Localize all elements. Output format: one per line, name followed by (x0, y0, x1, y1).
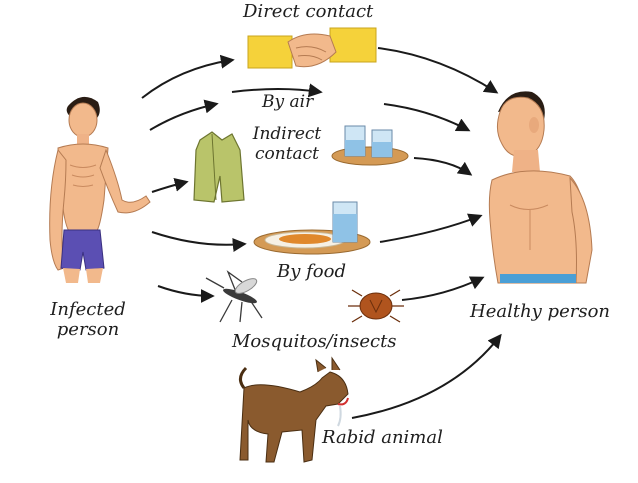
label-by-air: By air (262, 92, 314, 112)
arrow-rabid-to-healthy (351, 333, 502, 419)
rabid-dog-icon (239, 356, 349, 463)
arrow-infected-to-jacket (151, 177, 189, 193)
arrow-infected-to-direct (141, 54, 235, 99)
wind-lines-icon (231, 83, 323, 98)
label-infected-line1: Infected (50, 299, 126, 320)
label-infected-person: Infected person (40, 300, 136, 340)
mosquito-icon (205, 270, 263, 323)
label-indirect-contact: Indirect contact (244, 124, 330, 164)
label-mosquitos-insects: Mosquitos/insects (232, 331, 397, 352)
label-indirect-contact-line1: Indirect (252, 124, 322, 144)
water-glasses-tray-icon (331, 125, 409, 166)
label-indirect-contact-line2: contact (254, 144, 320, 164)
arrow-infected-to-food (151, 231, 247, 252)
healthy-person-figure (488, 91, 593, 284)
arrow-insects-to-healthy (401, 276, 485, 301)
label-healthy-person: Healthy person (470, 301, 611, 322)
infected-person-figure (49, 96, 151, 283)
arrow-air-to-healthy (383, 103, 471, 132)
label-by-food: By food (277, 261, 346, 282)
arrow-direct-to-healthy (377, 47, 499, 94)
arrow-infected-to-mosquito (157, 285, 215, 303)
arrow-infected-to-air (149, 99, 219, 131)
bedbug-icon (348, 289, 404, 323)
arrows (141, 47, 502, 419)
label-rabid-animal: Rabid animal (322, 427, 443, 448)
arrow-indirect-to-healthy (413, 157, 473, 176)
label-direct-contact: Direct contact (243, 1, 374, 22)
food-plate-icon (253, 201, 371, 255)
jacket-icon (193, 131, 245, 203)
label-infected-line2: person (56, 319, 120, 340)
handshake-icon (247, 27, 377, 69)
arrow-food-to-healthy (379, 213, 483, 243)
